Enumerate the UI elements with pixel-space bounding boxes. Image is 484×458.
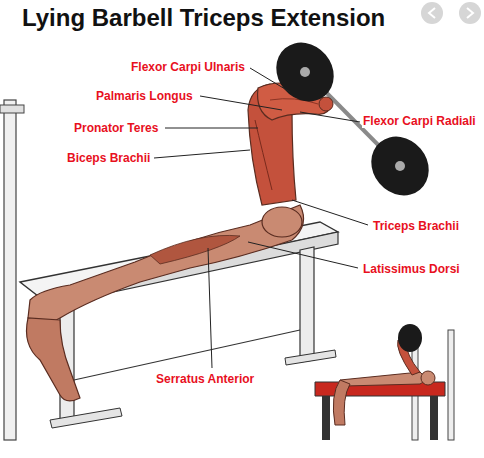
muscle-label: Pronator Teres bbox=[73, 121, 159, 135]
inset-figure bbox=[315, 324, 454, 440]
title: Lying Barbell Triceps Extension bbox=[22, 4, 385, 32]
bench bbox=[20, 222, 338, 428]
nav-icon bbox=[459, 2, 481, 24]
muscle-label: Triceps Brachii bbox=[372, 219, 460, 233]
rack bbox=[0, 100, 24, 440]
leader-lines bbox=[154, 68, 368, 368]
muscle-label: Latissimus Dorsi bbox=[362, 262, 461, 276]
nav-chevron bbox=[429, 8, 435, 18]
nav-icon bbox=[421, 2, 443, 24]
muscle-label: Flexor Carpi Radiali bbox=[362, 114, 477, 128]
muscle-label: Serratus Anterior bbox=[155, 372, 255, 386]
figure bbox=[27, 83, 333, 401]
muscle-label: Palmaris Longus bbox=[95, 89, 194, 103]
muscle-label: Flexor Carpi Ulnaris bbox=[130, 60, 246, 74]
muscle-label: Biceps Brachii bbox=[66, 151, 151, 165]
nav-chevron bbox=[467, 8, 473, 18]
